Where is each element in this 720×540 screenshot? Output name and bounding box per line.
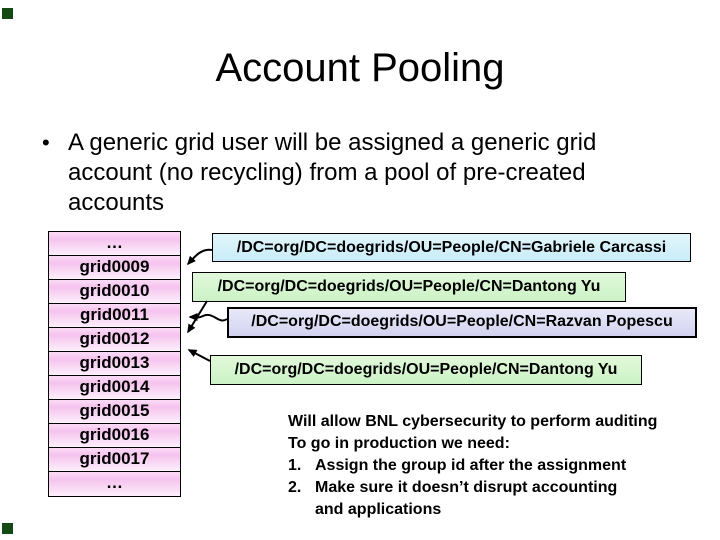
table-row: grid0012 — [49, 328, 180, 352]
note-number: 2. — [288, 479, 302, 496]
table-row: grid0014 — [49, 376, 180, 400]
corner-marker-top-left — [2, 8, 13, 19]
notes-block: Will allow BNL cybersecurity to perform … — [288, 411, 708, 521]
arrow-gabriele-carcassi-to-grid0009 — [187, 248, 213, 266]
dn-box-gabriele-carcassi: /DC=org/DC=doegrids/OU=People/CN=Gabriel… — [212, 233, 691, 262]
table-row: grid0017 — [49, 448, 180, 472]
note-text: To go in production we need: — [288, 435, 510, 452]
table-row: … — [49, 232, 180, 256]
table-row: grid0015 — [49, 400, 180, 424]
dn-box-dantong-yu-1: /DC=org/DC=doegrids/OU=People/CN=Dantong… — [192, 272, 626, 302]
note-text: Assign the group id after the assignment — [315, 457, 627, 474]
arrow-dantong-yu-1-to-grid0012 — [187, 300, 208, 334]
bullet-line: account (no recycling) from a pool of pr… — [68, 159, 586, 186]
table-row: grid0016 — [49, 424, 180, 448]
table-row: grid0013 — [49, 352, 180, 376]
note-number — [288, 499, 315, 521]
note-text: and applications — [315, 501, 442, 518]
note-line: and applications — [288, 499, 708, 521]
bullet-paragraph: • A generic grid user will be assigned a… — [42, 128, 652, 218]
arrow-razvan-popescu-to-grid0011 — [188, 313, 228, 322]
note-line: Will allow BNL cybersecurity to perform … — [288, 411, 708, 433]
dn-box-dantong-yu-2: /DC=org/DC=doegrids/OU=People/CN=Dantong… — [210, 355, 642, 385]
table-row: grid0011 — [49, 304, 180, 328]
table-row: grid0010 — [49, 280, 180, 304]
bullet-text: A generic grid user will be assigned a g… — [68, 128, 596, 218]
page-title: Account Pooling — [215, 46, 505, 90]
note-line: To go in production we need: — [288, 433, 708, 455]
note-text: Make sure it doesn’t disrupt accounting — [315, 479, 618, 496]
bullet-marker: • — [42, 130, 50, 155]
table-row: … — [49, 472, 180, 496]
note-text: Will allow BNL cybersecurity to perform … — [288, 413, 658, 430]
dn-box-razvan-popescu: /DC=org/DC=doegrids/OU=People/CN=Razvan … — [227, 307, 697, 338]
corner-marker-bottom-left — [2, 523, 13, 534]
arrow-dantong-yu-2-to-grid0012 — [187, 349, 211, 362]
note-line: 2. Make sure it doesn’t disrupt accounti… — [288, 477, 708, 499]
bullet-line: A generic grid user will be assigned a g… — [68, 129, 597, 156]
note-number: 1. — [288, 457, 302, 474]
account-pool-table: … grid0009 grid0010 grid0011 grid0012 gr… — [48, 231, 181, 497]
bullet-line: accounts — [68, 189, 165, 216]
note-line: 1. Assign the group id after the assignm… — [288, 455, 708, 477]
table-row: grid0009 — [49, 256, 180, 280]
